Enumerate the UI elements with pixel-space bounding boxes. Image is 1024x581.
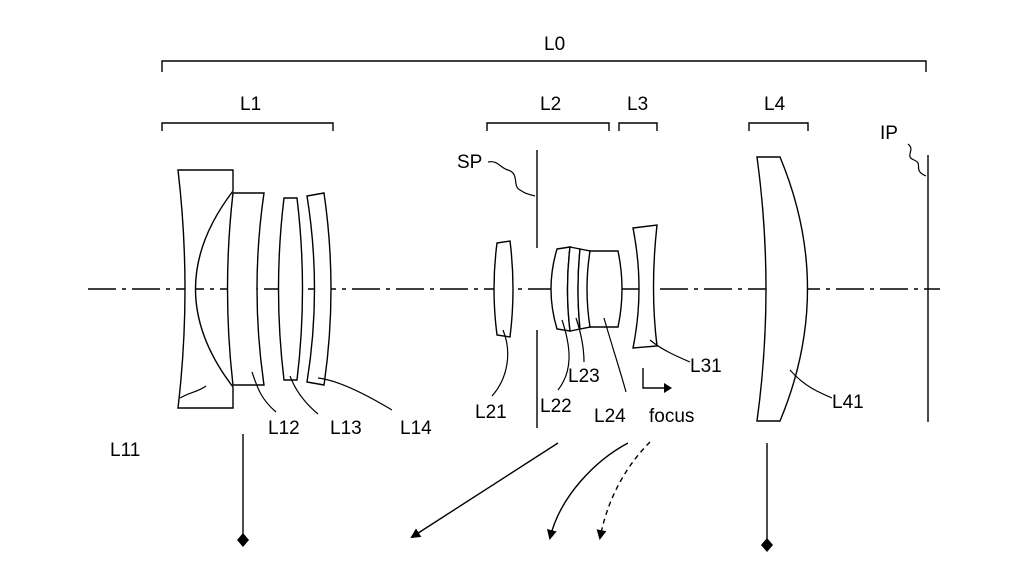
leader-L23 — [575, 317, 585, 363]
label-L4: L4 — [764, 94, 786, 115]
fixed-diamond-icon-l4 — [761, 538, 773, 552]
label-L11: L11 — [110, 440, 140, 461]
focus-movement-arrow — [596, 441, 651, 540]
lens-L23b — [577, 248, 591, 330]
label-L31: L31 — [690, 356, 722, 377]
fixed-diamond-icon — [237, 533, 249, 547]
label-L21: L21 — [475, 402, 507, 423]
bracket-L4 — [748, 122, 809, 131]
label-focus: focus — [649, 406, 694, 427]
lens-L11 — [177, 169, 234, 409]
lens-L14 — [306, 192, 332, 386]
label-L3: L3 — [627, 94, 648, 115]
bracket-L0 — [161, 60, 927, 72]
lens-L41 — [756, 156, 809, 422]
leader-L14 — [317, 377, 393, 411]
focus-arrow-icon — [664, 383, 672, 393]
movement-L3-arrow — [546, 442, 629, 540]
label-SP: SP — [457, 152, 482, 173]
label-L41: L41 — [832, 392, 864, 413]
leader-SP — [487, 161, 536, 197]
leader-L12 — [251, 371, 277, 413]
label-L1: L1 — [240, 94, 261, 115]
leader-L13 — [289, 375, 319, 415]
label-L23: L23 — [568, 366, 600, 387]
label-L2: L2 — [540, 94, 561, 115]
leader-IP — [907, 143, 927, 177]
bracket-L1 — [161, 122, 334, 131]
leader-L21 — [491, 329, 509, 397]
label-L24: L24 — [594, 406, 626, 427]
leader-L11 — [179, 385, 207, 399]
leader-L41 — [789, 369, 833, 399]
label-IP: IP — [880, 123, 898, 144]
label-L0: L0 — [544, 34, 565, 55]
bracket-L2 — [486, 122, 610, 131]
movement-L2-arrow — [410, 442, 559, 539]
focus-direction-line — [642, 368, 664, 389]
lens-L31 — [632, 224, 658, 349]
lens-L21 — [493, 240, 514, 338]
leader-L24 — [603, 317, 627, 393]
lens-L12 — [226, 192, 265, 386]
leader-L22 — [557, 319, 570, 391]
lens-L13 — [277, 197, 304, 381]
label-L13: L13 — [330, 418, 362, 439]
label-L22: L22 — [540, 396, 572, 417]
label-L14: L14 — [400, 418, 432, 439]
lens-L24 — [586, 250, 623, 328]
bracket-L3 — [618, 122, 658, 131]
leader-L31 — [649, 339, 691, 363]
label-L12: L12 — [268, 418, 300, 439]
